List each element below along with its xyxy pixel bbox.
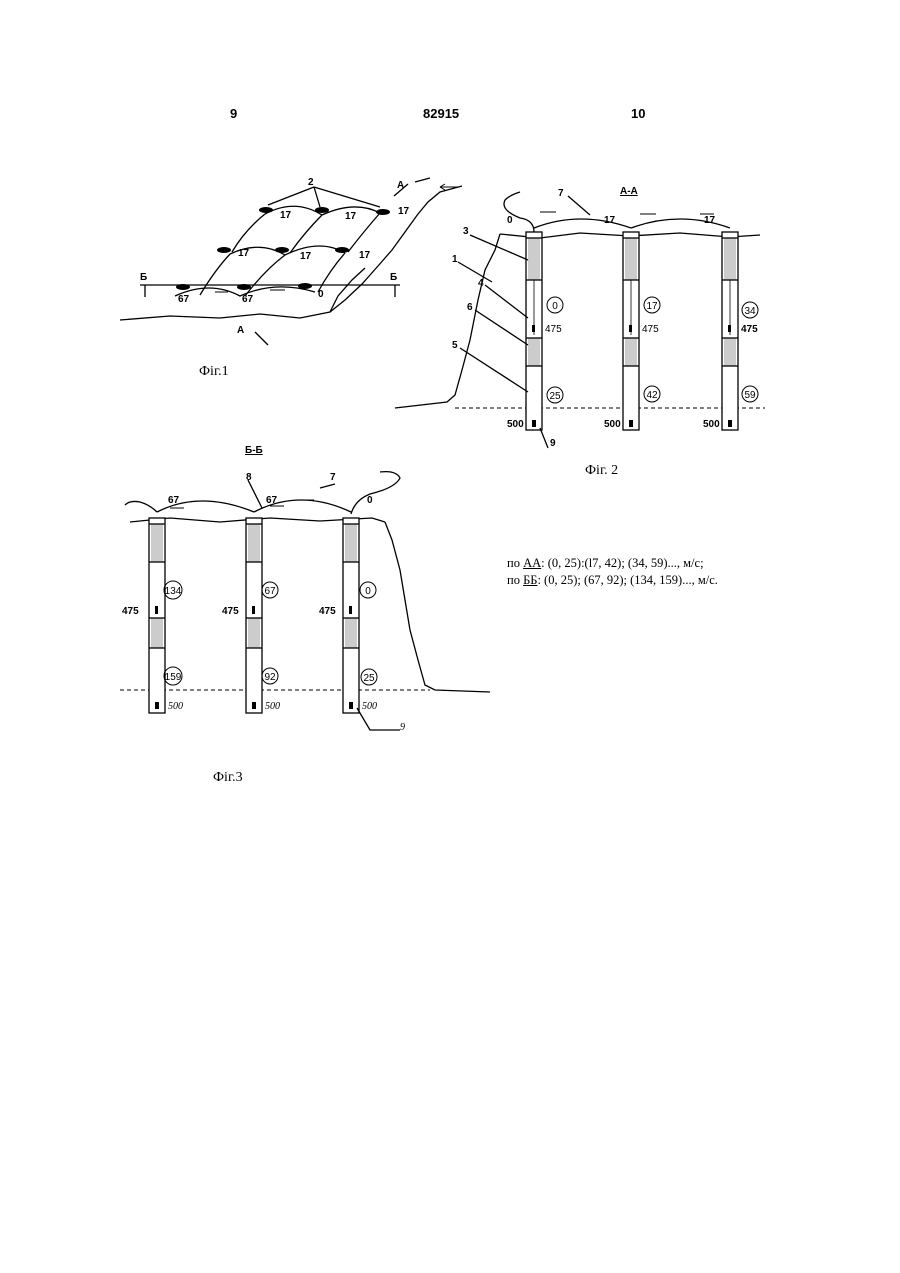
speed-circle: 34	[744, 306, 756, 317]
nozzle-icon	[298, 283, 312, 289]
well	[722, 232, 738, 430]
depth-500: 500	[604, 419, 621, 430]
speed-circle: 25	[363, 673, 375, 684]
hose	[631, 219, 730, 228]
legend-section-bb: ББ	[523, 573, 537, 587]
legend: по АА: (0, 25):(l7, 42); (34, 59)..., м/…	[507, 555, 718, 589]
speed-circle: 0	[552, 301, 558, 312]
position-3: 3	[463, 226, 469, 237]
speed-circle: 25	[549, 391, 561, 402]
hose	[318, 253, 345, 292]
legend-line-bb: по ББ: (0, 25); (67, 92); (134, 159)...,…	[507, 572, 718, 589]
position-9: 9	[550, 438, 556, 449]
well-label: 17	[238, 248, 250, 259]
speed-circle: 92	[264, 672, 276, 683]
legend-values-aa: : (0, 25):(l7, 42); (34, 59)..., м/с;	[541, 556, 703, 570]
speed-circle: 42	[646, 390, 658, 401]
legend-section-aa: АА	[523, 556, 541, 570]
hose	[265, 206, 322, 215]
hose	[504, 192, 534, 232]
hose	[232, 214, 265, 252]
slope-profile	[385, 522, 490, 692]
leader-line	[268, 187, 380, 207]
position-5: 5	[452, 340, 458, 351]
depth-475: 475	[741, 324, 758, 335]
top-label: 67	[168, 495, 180, 506]
depth-500: 500	[362, 701, 377, 712]
well-label: 0	[318, 289, 324, 300]
well	[246, 518, 262, 713]
nozzle-icon	[217, 247, 231, 253]
slope-profile	[395, 234, 500, 408]
hose	[351, 472, 400, 514]
speed-circle: 134	[165, 586, 182, 597]
top-label: 17	[604, 215, 616, 226]
position-7: 7	[330, 472, 336, 483]
depth-475: 475	[319, 606, 336, 617]
flow-arrow	[540, 212, 714, 214]
legend-prefix: по	[507, 573, 523, 587]
speed-circle: 67	[264, 586, 276, 597]
well-label: 17	[359, 250, 371, 261]
hose	[534, 219, 631, 228]
section-title-aa: А-А	[620, 186, 638, 197]
nozzle-icon	[315, 207, 329, 213]
position-1: 1	[452, 254, 458, 265]
depth-475: 475	[642, 324, 659, 335]
legend-values-bb: : (0, 25); (67, 92); (134, 159)..., м/с.	[537, 573, 717, 587]
well-label: 67	[178, 294, 190, 305]
depth-475: 475	[545, 324, 562, 335]
depth-475: 475	[122, 606, 139, 617]
position-9: 9	[400, 722, 405, 733]
figure-1-caption: Фіг.1	[199, 364, 229, 380]
depth-500: 500	[703, 419, 720, 430]
depth-500: 500	[168, 701, 183, 712]
section-title-bb: Б-Б	[245, 445, 263, 456]
speed-circle: 0	[365, 586, 371, 597]
section-label-a-bottom: А	[237, 325, 244, 336]
nozzle-icon	[259, 207, 273, 213]
well	[149, 518, 165, 713]
well-label: 17	[345, 211, 357, 222]
nozzle-icon	[376, 209, 390, 215]
section-label-b-right: Б	[390, 272, 397, 283]
label-2: 2	[308, 177, 314, 188]
well-label: 17	[280, 210, 292, 221]
speed-circle: 17	[646, 301, 658, 312]
position-8: 8	[246, 472, 252, 483]
depth-500: 500	[265, 701, 280, 712]
well-label: 67	[242, 294, 254, 305]
top-label: 0	[507, 215, 513, 226]
section-label-b-left: Б	[140, 272, 147, 283]
figure-3-caption: Фіг.3	[213, 770, 243, 786]
nozzle-icon	[275, 247, 289, 253]
legend-line-aa: по АА: (0, 25):(l7, 42); (34, 59)..., м/…	[507, 555, 718, 572]
figure-3: Б-Б 8 7 9 67 67 0 475 475 475 500 500 50…	[120, 445, 490, 733]
depth-500: 500	[507, 419, 524, 430]
position-4: 4	[478, 278, 484, 289]
hose	[125, 501, 157, 512]
position-7: 7	[558, 188, 564, 199]
figure-2: А-А 7 3 1 4 6 5 9 0 17 17 475 475 475 50…	[395, 186, 765, 449]
well	[526, 232, 542, 430]
position-6: 6	[467, 302, 473, 313]
speed-circle: 59	[744, 390, 756, 401]
section-label-a-top: А	[397, 180, 404, 191]
top-label: 0	[367, 495, 373, 506]
speed-circle: 159	[165, 672, 182, 683]
figure-1: 2 А А Б Б 17 17 17 17 17 17 67 67 0	[120, 177, 462, 345]
well-label: 17	[300, 251, 312, 262]
legend-prefix: по	[507, 556, 523, 570]
well	[343, 518, 359, 713]
figure-2-caption: Фіг. 2	[585, 463, 618, 479]
nozzle-icon	[335, 247, 349, 253]
well-label: 17	[398, 206, 410, 217]
slope-line	[330, 268, 365, 312]
depth-475: 475	[222, 606, 239, 617]
top-label: 17	[704, 215, 716, 226]
top-label: 67	[266, 495, 278, 506]
well	[623, 232, 639, 430]
section-line-a	[255, 332, 268, 345]
